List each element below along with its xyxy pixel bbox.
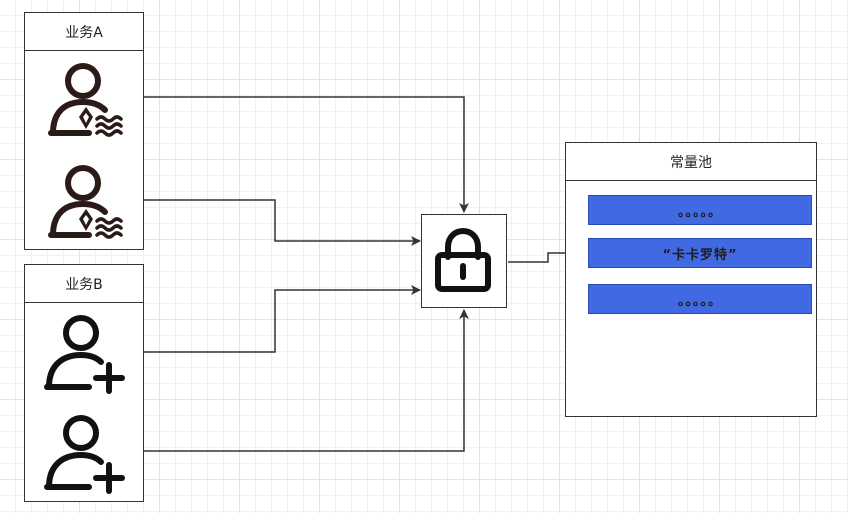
connector-b2-to-lock [131,309,469,452]
constant-pool-box: 常量池 。。。。。 “卡卡罗特” 。。。。。 [565,142,817,417]
constant-pool-title: 常量池 [566,143,816,181]
group-a-box: 业务A [24,12,144,250]
group-a-title: 业务A [25,13,143,51]
lock-box [421,214,507,308]
connector-a2-to-lock [131,199,421,246]
group-b-title: 业务B [25,265,143,303]
add-user-icon [44,315,125,394]
connector-b1-to-lock [131,285,421,353]
connector-a1-to-lock [131,96,469,213]
add-user-icon [44,415,125,494]
business-person-icon [48,63,123,137]
business-person-icon [48,165,123,239]
lock-icon [435,227,491,292]
pool-item: 。。。。。 [588,284,812,314]
group-b-box: 业务B [24,264,144,502]
pool-item: “卡卡罗特” [588,238,812,268]
pool-item: 。。。。。 [588,195,812,225]
